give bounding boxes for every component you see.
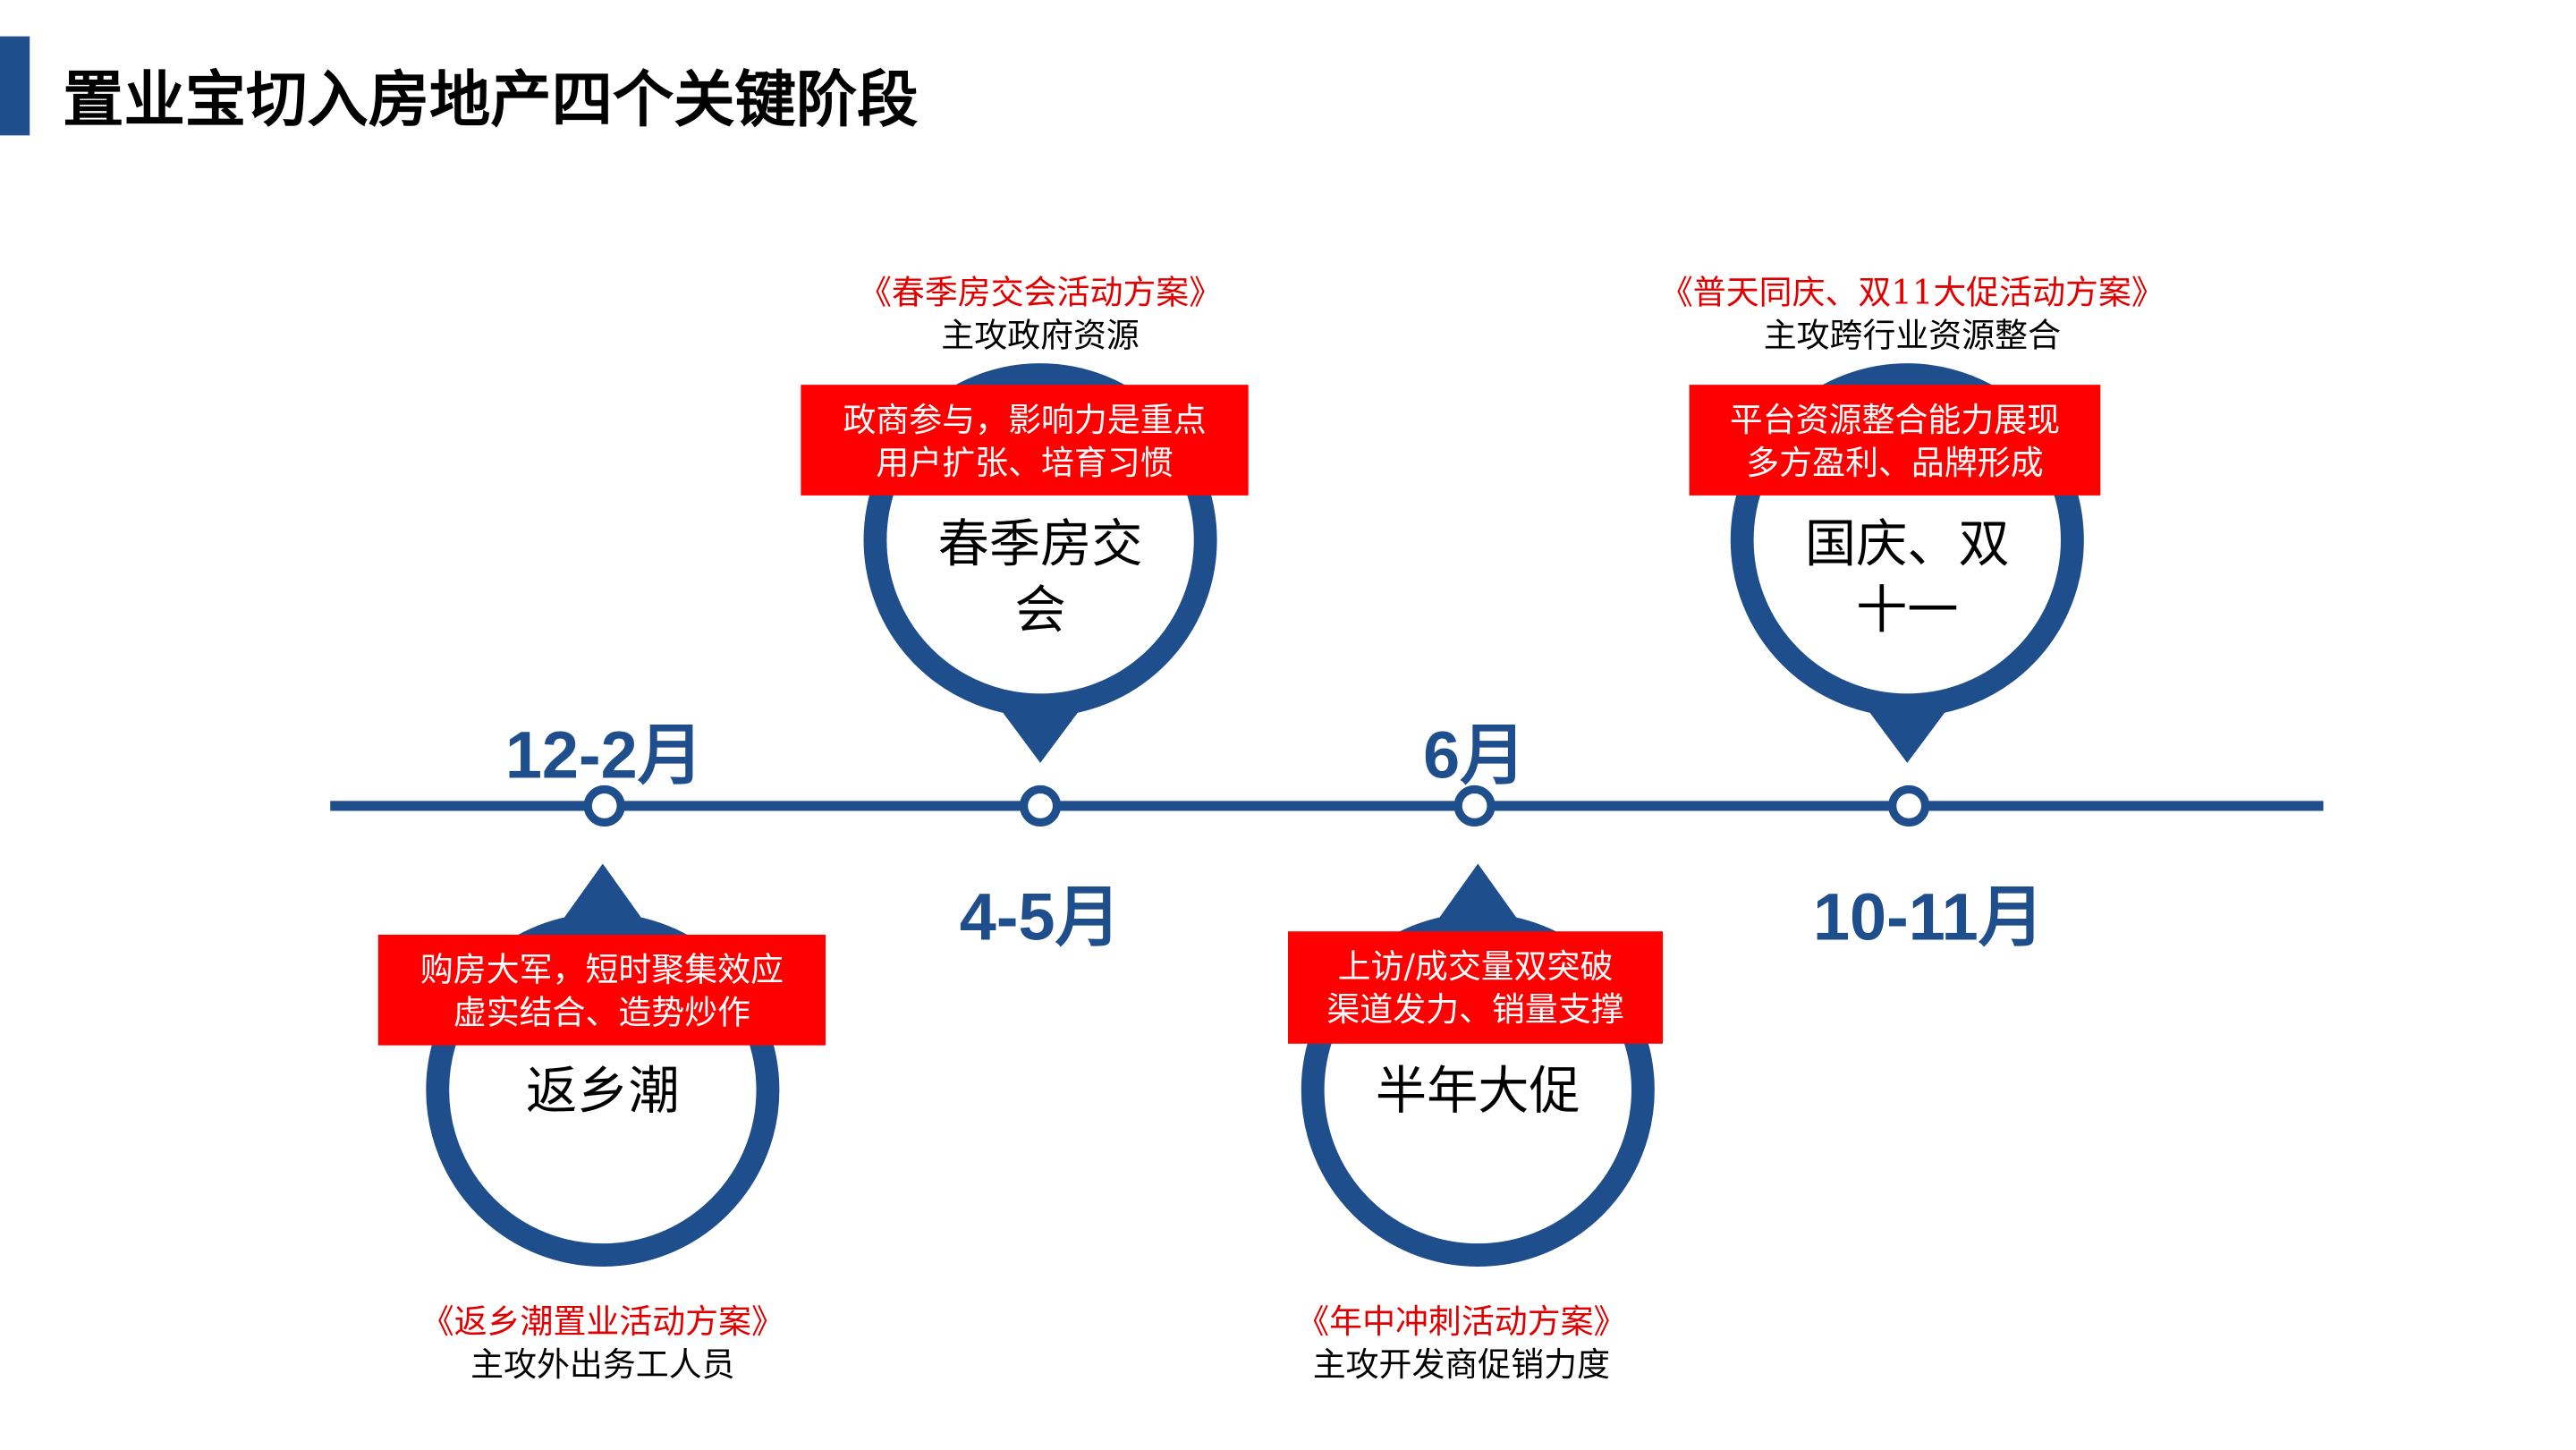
highlight-box: 购房大军，短时聚集效应 虚实结合、造势炒作 [377,934,826,1046]
page-title: 置业宝切入房地产四个关键阶段 [63,64,919,136]
plan-title: 《年中冲刺活动方案》 [1296,1301,1627,1342]
stage-caption: 《返乡潮置业活动方案》 主攻外出务工人员 [273,1300,933,1386]
timeline-node [583,784,625,827]
highlight-box: 平台资源整合能力展现 多方盈利、品牌形成 [1689,385,2101,496]
date-label: 12-2月 [504,719,704,793]
title-accent-bar [0,36,30,136]
highlight-line: 多方盈利、品牌形成 [1746,441,2044,482]
stage-caption: 《普天同庆、双11大促活动方案》 主攻跨行业资源整合 [1582,271,2242,357]
stage-name-line: 会 [1014,581,1066,641]
highlight-line: 购房大军，短时聚集效应 [419,948,784,988]
stage-name-line: 春季房交 [937,514,1143,575]
timeline-node [1888,784,1930,827]
date-label: 6月 [1423,719,1527,793]
stage-caption: 《春季房交会活动方案》 主攻政府资源 [710,271,1370,357]
highlight-box: 政商参与，影响力是重点 用户扩张、培育习惯 [801,385,1249,496]
highlight-line: 平台资源整合能力展现 [1729,398,2061,439]
highlight-line: 渠道发力、销量支撑 [1326,988,1624,1030]
highlight-line: 上访/成交量双突破 [1337,945,1614,987]
timeline-node [1453,784,1496,827]
timeline-node [1019,784,1062,827]
date-label: 4-5月 [959,881,1122,955]
highlight-box: 上访/成交量双突破 渠道发力、销量支撑 [1287,931,1664,1044]
highlight-line: 虚实结合、造势炒作 [453,991,751,1031]
plan-focus: 主攻跨行业资源整合 [1763,315,2061,355]
stage-name: 半年大促 [1375,1062,1580,1122]
plan-focus: 主攻政府资源 [941,315,1140,355]
plan-focus: 主攻外出务工人员 [470,1344,735,1385]
stage-caption: 《年中冲刺活动方案》 主攻开发商促销力度 [1131,1300,1792,1386]
stage-name: 春季房交 会 [908,512,1172,644]
stage-name: 国庆、双十一 [1804,514,2010,641]
date-label: 10-11月 [1812,881,2045,955]
plan-title: 《返乡潮置业活动方案》 [420,1301,784,1342]
plan-focus: 主攻开发商促销力度 [1312,1344,1610,1385]
highlight-line: 政商参与，影响力是重点 [843,398,1207,439]
highlight-line: 用户扩张、培育习惯 [876,441,1174,482]
plan-title: 《春季房交会活动方案》 [858,272,1223,312]
stage-name: 返乡潮 [525,1062,680,1122]
plan-title: 《普天同庆、双11大促活动方案》 [1659,272,2165,312]
